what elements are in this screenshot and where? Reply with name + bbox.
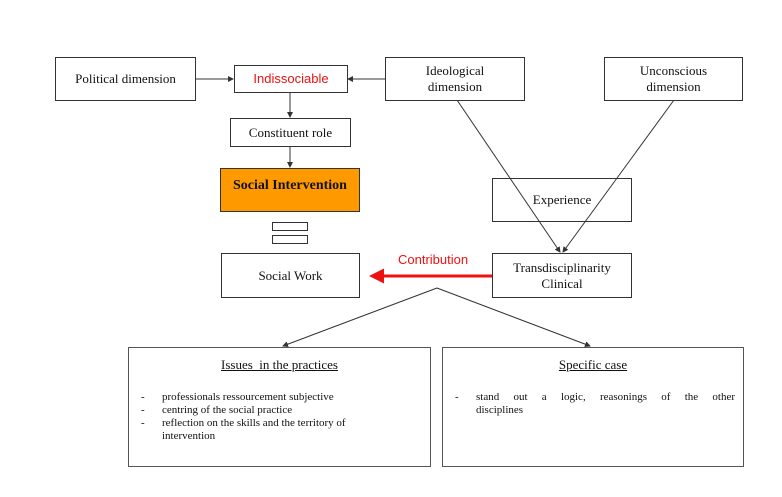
node-constituent-role: Constituent role — [230, 118, 351, 147]
node-label: Political dimension — [75, 71, 176, 86]
list-item-text: reflection on the skills and the territo… — [162, 417, 346, 442]
node-label: Social Work — [258, 267, 323, 283]
node-label: Indissociable — [253, 71, 329, 86]
node-experience: Experience — [492, 178, 632, 222]
list-item: - professionals ressourcement subjective — [129, 391, 430, 404]
node-label-line2: dimension — [646, 79, 701, 94]
edge-ideological-to-transdisciplinarity — [456, 99, 561, 253]
node-indissociable: Indissociable — [234, 65, 348, 93]
node-label-line2: dimension — [427, 79, 483, 94]
specific-list: - stand out a logic, reasonings of the ot… — [443, 391, 743, 417]
node-social-intervention: Social Intervention — [220, 168, 360, 212]
list-item: - stand out a logic, reasonings of the ot… — [443, 391, 743, 417]
bullet-dash: - — [141, 417, 145, 429]
node-label-line1: Transdisciplinarity — [513, 259, 611, 275]
node-label: Social Intervention — [233, 178, 347, 193]
issues-list: -professionals ressourcement subjective … — [129, 391, 430, 443]
list-item: - reflection on the skills and the territ… — [129, 417, 430, 443]
list-item: - centring of the social practice — [129, 404, 430, 417]
list-item-text: centring of the social practice — [162, 404, 293, 416]
edge-unconscious-to-transdisciplinarity — [562, 99, 675, 253]
equals-sign-bottom-bar — [272, 235, 308, 244]
panel-specific-case: Specific case - stand out a logic, reason… — [442, 347, 744, 467]
node-label-line2: Clinical — [541, 275, 583, 291]
bullet-dash: - — [141, 391, 145, 403]
node-label-line1: Ideological — [425, 63, 485, 78]
edge-branch-to-specific — [436, 287, 591, 348]
list-item-text: stand out a logic, reasonings of the oth… — [476, 391, 735, 416]
bullet-dash: - — [455, 391, 459, 403]
node-label-line1: Unconscious — [639, 63, 708, 78]
panel-title: Specific case — [558, 357, 628, 372]
node-political-dimension: Political dimension — [55, 57, 196, 101]
node-label: Experience — [532, 192, 592, 207]
panel-issues-in-practices: Issues in the practices - professionals r… — [128, 347, 431, 467]
edge-branch-to-issues — [282, 287, 438, 348]
equals-sign-top-bar — [272, 222, 308, 231]
node-transdisciplinarity-clinical: Transdisciplinarity Clinical — [492, 253, 632, 298]
list-item-text: professionals ressourcement subjective — [162, 391, 334, 403]
node-unconscious-dimension: Unconscious dimension — [604, 57, 743, 101]
node-social-work: Social Work — [221, 253, 360, 298]
edge-label-contribution: Contribution — [398, 252, 469, 267]
node-label: Constituent role — [248, 124, 333, 140]
bullet-dash: - — [141, 404, 145, 416]
panel-title: Issues in the practices — [221, 357, 338, 372]
node-ideological-dimension: Ideological dimension — [385, 57, 525, 101]
